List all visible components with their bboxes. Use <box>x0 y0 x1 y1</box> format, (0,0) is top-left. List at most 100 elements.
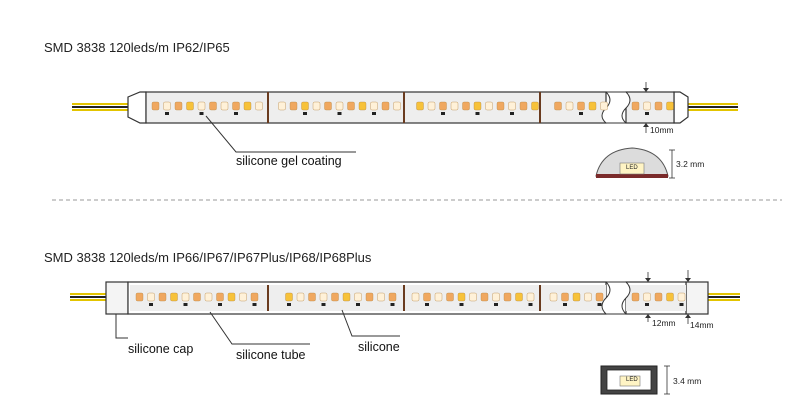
led-chip <box>204 292 213 302</box>
wire-bundle-right-2 <box>706 293 740 301</box>
led-chip <box>324 101 332 111</box>
led-chip <box>595 292 604 302</box>
dim-label-10mm: 10mm <box>650 125 674 135</box>
resistor <box>165 112 169 115</box>
led-chip <box>549 292 558 302</box>
led-chip <box>572 292 581 302</box>
resistor <box>199 112 204 115</box>
led-chip <box>643 101 651 111</box>
led-chip <box>301 101 309 111</box>
resistor <box>321 303 326 306</box>
led-chip <box>370 101 378 111</box>
led-chip <box>588 101 597 111</box>
led-row-1 <box>151 101 674 115</box>
led-chip <box>151 101 160 111</box>
led-chip <box>519 101 528 111</box>
led-chip <box>243 101 252 111</box>
led-chip <box>354 292 362 302</box>
cut-marks-2 <box>267 285 541 311</box>
led-chip <box>666 292 674 302</box>
leader-silicone-cap <box>115 314 128 339</box>
strip-break-2 <box>601 281 631 315</box>
led-chip <box>554 101 562 111</box>
led-chip <box>285 292 293 302</box>
resistor <box>287 303 291 306</box>
led-chip <box>565 101 574 111</box>
led-chip <box>423 292 431 302</box>
led-chip <box>170 292 178 302</box>
led-chip <box>163 101 171 111</box>
strip-break-1 <box>601 91 631 124</box>
led-chip <box>227 292 236 302</box>
resistor <box>303 112 307 115</box>
resistor <box>597 303 602 306</box>
resistor <box>149 303 153 306</box>
led-chip <box>492 292 500 302</box>
led-chip <box>312 101 321 111</box>
led-chip <box>381 101 390 111</box>
cross-section-1 <box>595 147 675 179</box>
resistor <box>528 303 533 306</box>
led-chip <box>335 101 344 111</box>
led-chip <box>577 101 585 111</box>
led-chip <box>526 292 535 302</box>
led-chip <box>450 101 459 111</box>
led-row-2 <box>135 292 686 306</box>
led-chip <box>631 292 640 302</box>
led-chip <box>584 292 592 302</box>
led-chip <box>654 292 663 302</box>
resistor <box>563 303 567 306</box>
resistor <box>679 303 684 306</box>
label-silicone-tube: silicone tube <box>236 348 306 362</box>
section2-title: SMD 3838 120leds/m IP66/IP67/IP67Plus/IP… <box>44 250 372 265</box>
led-chip <box>427 101 436 111</box>
resistor <box>459 303 464 306</box>
led-chip <box>503 292 512 302</box>
wire-bundle-right-1 <box>686 103 738 111</box>
resistor <box>252 303 257 306</box>
led-chip <box>515 292 523 302</box>
resistor <box>337 112 342 115</box>
wire-bundle-left-1 <box>72 103 128 111</box>
resistor <box>390 303 395 306</box>
cross-section-1-led-text: LED <box>626 165 638 171</box>
led-chip <box>250 292 259 302</box>
led-chip <box>600 101 608 111</box>
led-chip <box>439 101 447 111</box>
leader-silicone-tube <box>209 311 310 345</box>
dim-label-12mm: 12mm <box>652 318 676 328</box>
led-chip <box>643 292 651 302</box>
leader-silicone-gel <box>205 115 356 153</box>
resistor <box>579 112 583 115</box>
led-chip <box>531 101 539 111</box>
led-chip <box>508 101 516 111</box>
led-chip <box>181 292 190 302</box>
led-chip <box>561 292 569 302</box>
led-chip <box>365 292 374 302</box>
led-chip <box>677 292 686 302</box>
led-chip <box>457 292 466 302</box>
leader-silicone <box>341 309 400 337</box>
led-chip <box>377 292 385 302</box>
led-chip <box>209 101 217 111</box>
led-chip <box>216 292 224 302</box>
silicone-cap-left <box>105 281 129 315</box>
led-chip <box>434 292 443 302</box>
led-chip <box>358 101 367 111</box>
led-chip <box>186 101 194 111</box>
strip-end-left-1 <box>127 91 147 124</box>
led-chip <box>232 101 240 111</box>
resistor <box>234 112 238 115</box>
led-chip <box>331 292 339 302</box>
led-chip <box>388 292 397 302</box>
led-chip <box>296 292 305 302</box>
led-chip <box>220 101 229 111</box>
resistor <box>645 112 649 115</box>
resistor <box>494 303 498 306</box>
led-chip <box>411 292 420 302</box>
cross-section-2-led-text: LED <box>626 377 638 383</box>
led-chip <box>480 292 489 302</box>
resistor <box>425 303 429 306</box>
label-silicone-cap: silicone cap <box>128 342 194 356</box>
